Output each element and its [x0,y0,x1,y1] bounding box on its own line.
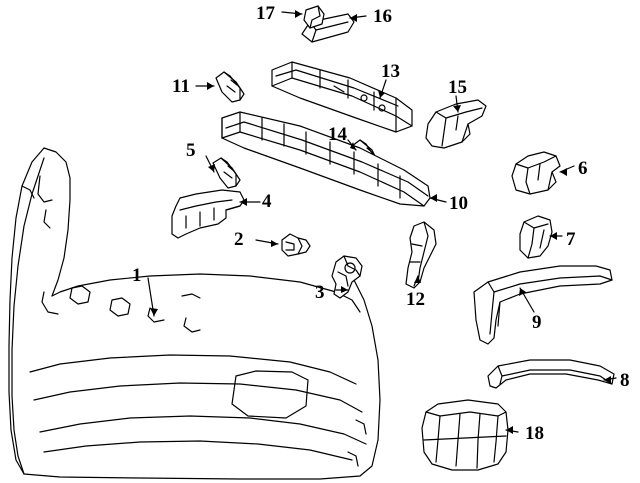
part-7-retainer [519,215,553,259]
part-2-bolt [281,233,311,257]
callout-2: 2 [234,229,244,250]
part-3-retainer [331,255,363,299]
part-15-bracket [425,99,487,149]
part-1-bumper-cover [8,147,381,480]
callout-6: 6 [578,158,588,179]
part-5-bolt [212,157,241,189]
callout-15: 15 [448,77,467,98]
part-4-bracket [171,189,245,239]
callout-12: 12 [406,289,425,310]
part-9-molding [473,265,613,345]
leader-arrowheads [150,10,611,434]
part-18-deflector [421,399,509,471]
part-12-bracket [405,221,437,289]
callout-3: 3 [315,282,325,303]
callout-8: 8 [620,370,630,391]
callout-13: 13 [381,61,400,82]
callout-16: 16 [373,6,392,27]
callout-5: 5 [186,140,196,161]
callout-14: 14 [328,124,347,145]
callout-7: 7 [566,229,576,250]
callout-11: 11 [172,76,190,97]
callout-18: 18 [525,423,544,444]
callout-9: 9 [532,312,542,333]
part-11-bolt [215,71,245,103]
part-10-impact-bar [221,111,431,207]
callout-4: 4 [262,191,272,212]
callout-17: 17 [256,3,275,24]
callout-1: 1 [132,265,142,286]
callout-10: 10 [449,193,468,214]
part-8-molding [487,359,615,389]
part-13-tie-bar [271,61,413,133]
part-17-fastener [303,5,325,29]
part-6-bracket [511,151,561,195]
